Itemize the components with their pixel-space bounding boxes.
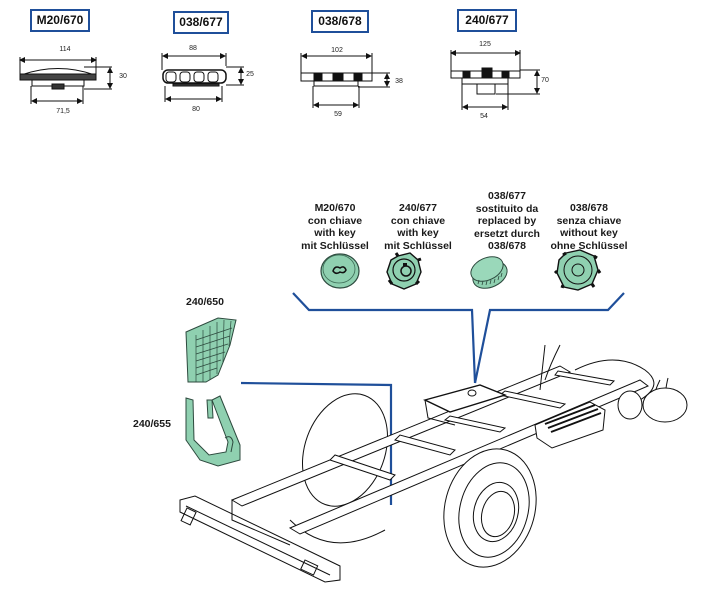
lobed-cap-icon bbox=[553, 249, 602, 291]
code-box-038-677: 038/677 bbox=[173, 11, 229, 34]
caption-line: con chiave bbox=[307, 214, 363, 227]
dim-base-m20-670: 71,5 bbox=[56, 108, 70, 115]
caption-code: 038/678 bbox=[570, 202, 608, 214]
dim-base-240-677: 54 bbox=[480, 113, 488, 120]
cap-profile-240-677 bbox=[450, 50, 540, 110]
leader-line-caps-bracket-right bbox=[473, 292, 625, 384]
cap-profile-038-678 bbox=[300, 53, 390, 108]
dim-base-038-678: 59 bbox=[334, 111, 342, 118]
dim-width-240-677: 125 bbox=[479, 41, 491, 48]
label-240-655: 240/655 bbox=[133, 418, 171, 430]
label-240-650: 240/650 bbox=[186, 296, 224, 308]
caption-line: senza chiave bbox=[556, 214, 622, 227]
cap-profile-m20-670 bbox=[19, 57, 113, 104]
dim-height-038-677: 25 bbox=[246, 71, 254, 78]
caption-line: ohne Schlüssel bbox=[550, 239, 628, 252]
leader-lines bbox=[240, 292, 625, 505]
bracket-guard-icon bbox=[185, 395, 241, 467]
dim-width-038-678: 102 bbox=[331, 47, 343, 54]
caption-code: 240/677 bbox=[399, 202, 437, 214]
caption-line: sostituito da bbox=[475, 202, 539, 215]
caption-line: replaced by bbox=[477, 215, 537, 227]
locking-cap-lobed-icon bbox=[386, 252, 422, 290]
cap-profile-038-677 bbox=[161, 53, 244, 102]
caption-line: 038/678 bbox=[488, 240, 526, 252]
grid-guard-icon bbox=[185, 317, 237, 383]
code-box-038-678: 038/678 bbox=[311, 10, 369, 33]
caption-m20-670: M20/670 con chiave with key mit Schlüsse… bbox=[280, 202, 390, 252]
dim-width-038-677: 88 bbox=[189, 45, 197, 52]
caption-line: ersetzt durch bbox=[474, 227, 540, 240]
knurled-cap-icon bbox=[470, 256, 508, 289]
code-box-m20-670: M20/670 bbox=[30, 9, 90, 32]
caption-line: with key bbox=[314, 227, 356, 239]
dim-height-038-678: 38 bbox=[395, 78, 403, 85]
caption-code: 038/677 bbox=[488, 190, 526, 202]
dim-width-m20-670: 114 bbox=[59, 46, 71, 53]
caption-240-677: 240/677 con chiave with key mit Schlüsse… bbox=[363, 202, 473, 252]
caption-038-678: 038/678 senza chiave without key ohne Sc… bbox=[534, 202, 644, 252]
code-box-240-677: 240/677 bbox=[457, 9, 517, 32]
caption-038-677: 038/677 sostituito da replaced by ersetz… bbox=[452, 190, 562, 253]
caption-line: without key bbox=[560, 227, 618, 239]
dim-height-m20-670: 30 bbox=[119, 73, 127, 80]
caption-code: M20/670 bbox=[314, 202, 356, 214]
locking-cap-round-icon bbox=[320, 253, 360, 289]
dim-height-240-677: 70 bbox=[541, 77, 549, 84]
caption-line: with key bbox=[397, 227, 439, 239]
caption-line: mit Schlüssel bbox=[384, 239, 452, 252]
caption-line: mit Schlüssel bbox=[301, 239, 369, 252]
caption-line: con chiave bbox=[390, 214, 446, 227]
dim-base-038-677: 80 bbox=[192, 106, 200, 113]
truck-chassis-illustration bbox=[179, 344, 688, 583]
leader-line-guards bbox=[240, 381, 393, 505]
leader-line-caps-bracket bbox=[292, 292, 477, 384]
